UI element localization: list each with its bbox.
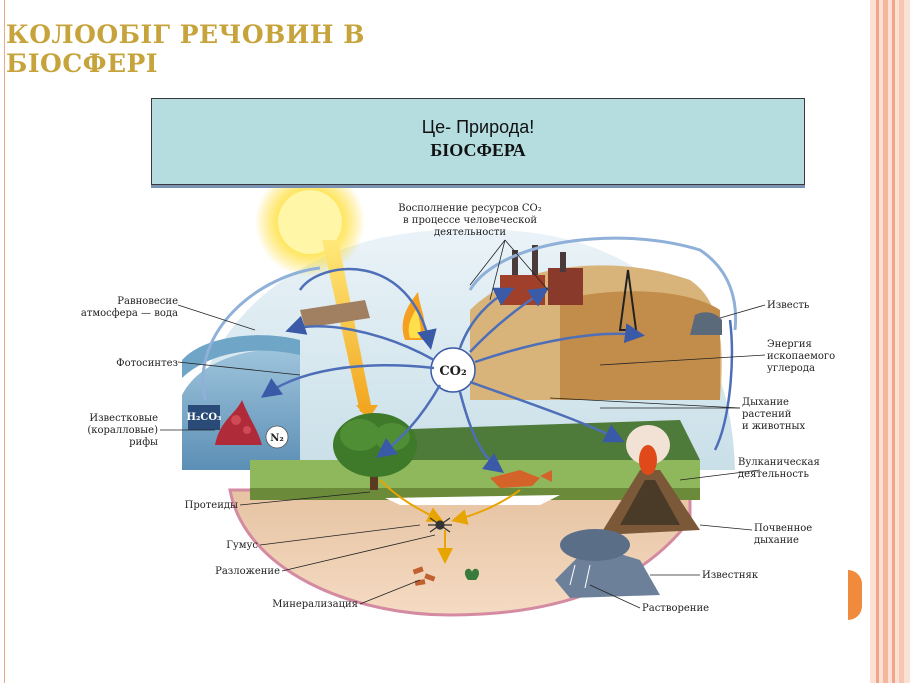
mineral-icons — [412, 566, 480, 586]
label-balance-1: Равновесие — [117, 296, 178, 307]
left-border-line — [4, 0, 5, 683]
label-balance-2: атмосфера — вода — [81, 308, 178, 319]
decomposer-spider — [428, 517, 452, 533]
carbon-flow-arrows — [260, 267, 734, 474]
label-photosynthesis: Фотосинтез — [116, 358, 178, 369]
label-volcanic-2: деятельность — [738, 469, 809, 480]
label-soil-1: Почвенное — [754, 523, 812, 534]
fox — [490, 470, 552, 488]
label-reefs-2: (коралловые) — [87, 425, 158, 436]
label-limestone: Известняк — [702, 570, 759, 581]
callout-line-2: БІОСФЕРА — [430, 140, 526, 160]
n2-circle — [265, 425, 289, 449]
co2-label: CO₂ — [439, 364, 466, 379]
label-human-activity-3: деятельности — [434, 227, 506, 238]
label-fossil-2: ископаемого — [767, 351, 835, 362]
label-volcanic-1: Вулканическая — [738, 457, 820, 468]
diagram-labels: Восполнение ресурсов CO₂ в процессе чело… — [81, 203, 835, 614]
label-lime: Известь — [767, 300, 810, 311]
label-respiration-3: и животных — [742, 421, 806, 432]
label-human-activity-1: Восполнение ресурсов CO₂ — [398, 203, 542, 214]
label-leader-lines — [160, 239, 766, 609]
label-respiration-1: Дыхание — [742, 397, 789, 408]
label-mineralization: Минерализация — [272, 599, 358, 610]
label-reefs-1: Известковые — [89, 413, 158, 424]
coral-reef — [215, 400, 262, 445]
industrial-hill — [470, 245, 722, 400]
label-soil-2: дыхание — [754, 535, 799, 546]
label-human-activity-2: в процессе человеческой — [403, 215, 537, 226]
right-decorative-band — [870, 0, 910, 683]
label-fossil-1: Энергия — [767, 339, 812, 350]
callout-box: Це- Природа! БІОСФЕРА — [151, 98, 805, 185]
label-respiration-2: растений — [742, 409, 792, 420]
limestone-rock — [555, 529, 660, 598]
slide-title: КОЛООБІГ РЕЧОВИН В БІОСФЕРІ — [6, 20, 365, 78]
callout-line-1: Це- Природа! — [421, 117, 535, 137]
outer-cycle-arcs — [201, 236, 738, 401]
sunlight-beam — [322, 240, 378, 420]
volcano — [600, 425, 700, 535]
label-decomposition: Разложение — [215, 566, 280, 577]
next-slide-tab[interactable] — [848, 570, 862, 620]
label-reefs-3: рифы — [129, 437, 158, 448]
label-humus: Гумус — [226, 540, 258, 551]
co2-bubble: CO₂ — [430, 347, 476, 393]
label-fossil-3: углерода — [767, 363, 815, 374]
n2-label: N₂ — [270, 433, 284, 444]
label-dissolution: Растворение — [642, 603, 709, 614]
h2co3-label: H₂CO₃ — [187, 412, 222, 423]
label-proteins: Протеиды — [185, 500, 238, 511]
white-soil-band — [385, 495, 560, 505]
decomposition-arrows — [379, 479, 521, 564]
